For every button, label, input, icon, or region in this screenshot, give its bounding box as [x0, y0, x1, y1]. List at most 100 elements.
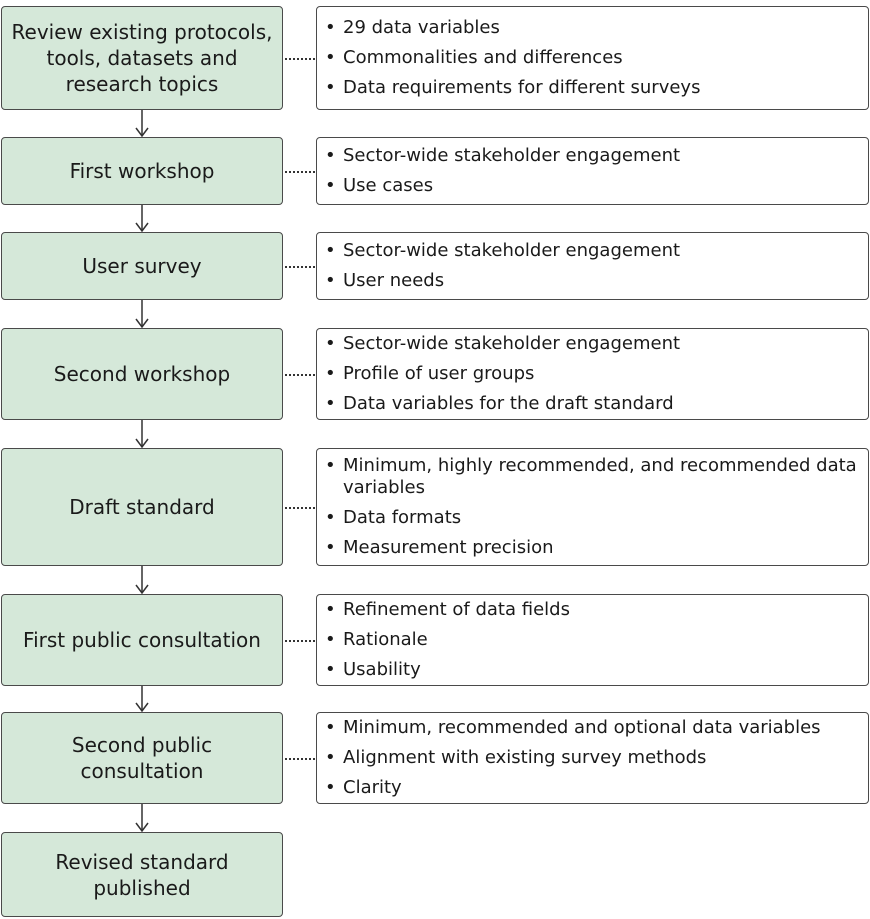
- bullet-icon: •: [325, 599, 336, 620]
- notes-box-3: • Sector-wide stakeholder engagement • User…: [316, 232, 869, 300]
- bullet-icon: •: [325, 77, 336, 98]
- note-text: Use cases: [343, 175, 434, 196]
- bullet-icon: •: [325, 333, 336, 354]
- bullet-icon: •: [325, 175, 336, 196]
- step-label: Draft standard: [69, 495, 215, 519]
- step-label: User survey: [82, 254, 202, 278]
- step-box-2: First workshop: [1, 137, 283, 205]
- note-text: 29 data variables: [343, 17, 500, 38]
- step-box-7: Second public consultation: [1, 712, 283, 804]
- step-box-1: Review existing protocols, tools, datase…: [1, 6, 283, 110]
- notes-list: • Minimum, recommended and optional data …: [325, 717, 821, 799]
- down-arrow-icon: [135, 300, 149, 329]
- dotted-connector: [285, 171, 315, 173]
- step-box-5: Draft standard: [1, 448, 283, 566]
- down-arrow-icon: [135, 566, 149, 595]
- step-box-6: First public consultation: [1, 594, 283, 686]
- note-item: • Sector-wide stakeholder engagement: [325, 145, 680, 167]
- notes-list: • Sector-wide stakeholder engagement • Use …: [325, 145, 680, 197]
- note-item: • Minimum, highly recommended, and recomm…: [325, 455, 860, 499]
- note-item: • Commonalities and differences: [325, 47, 700, 69]
- bullet-icon: •: [325, 777, 336, 798]
- step-label: Review existing protocols, tools, datase…: [11, 20, 273, 96]
- bullet-icon: •: [325, 17, 336, 38]
- note-item: • Minimum, recommended and optional data …: [325, 717, 821, 739]
- bullet-icon: •: [325, 47, 336, 68]
- note-item: • Refinement of data fields: [325, 599, 570, 621]
- down-arrow-icon: [135, 686, 149, 713]
- note-text: Minimum, highly recommended, and recomme…: [343, 455, 857, 498]
- note-text: Measurement precision: [343, 537, 554, 558]
- note-text: Data variables for the draft standard: [343, 393, 674, 414]
- note-text: Data requirements for different surveys: [343, 77, 701, 98]
- step-box-8: Revised standard published: [1, 832, 283, 917]
- notes-box-1: • 29 data variables • Commonalities and dif…: [316, 6, 869, 110]
- note-item: • Usability: [325, 659, 570, 681]
- note-item: • 29 data variables: [325, 17, 700, 39]
- note-item: • Profile of user groups: [325, 363, 680, 385]
- note-text: Alignment with existing survey methods: [343, 747, 707, 768]
- note-text: Refinement of data fields: [343, 599, 570, 620]
- note-item: • Measurement precision: [325, 537, 860, 559]
- note-text: Sector-wide stakeholder engagement: [343, 145, 681, 166]
- dotted-connector: [285, 758, 315, 760]
- note-text: Usability: [343, 659, 421, 680]
- notes-list: • Minimum, highly recommended, and recomm…: [325, 455, 860, 559]
- note-item: • Sector-wide stakeholder engagement: [325, 240, 680, 262]
- notes-list: • Sector-wide stakeholder engagement • Prof…: [325, 333, 680, 415]
- bullet-icon: •: [325, 507, 336, 528]
- bullet-icon: •: [325, 270, 336, 291]
- dotted-connector: [285, 640, 315, 642]
- bullet-icon: •: [325, 145, 336, 166]
- note-text: Sector-wide stakeholder engagement: [343, 333, 681, 354]
- note-item: • Data variables for the draft standard: [325, 393, 680, 415]
- bullet-icon: •: [325, 240, 336, 261]
- down-arrow-icon: [135, 804, 149, 833]
- bullet-icon: •: [325, 717, 336, 738]
- note-item: • Sector-wide stakeholder engagement: [325, 333, 680, 355]
- note-item: • Rationale: [325, 629, 570, 651]
- notes-list: • Refinement of data fields • Rationale • Usa…: [325, 599, 570, 681]
- step-label: First public consultation: [23, 628, 261, 652]
- bullet-icon: •: [325, 363, 336, 384]
- step-box-3: User survey: [1, 232, 283, 300]
- note-text: User needs: [343, 270, 445, 291]
- note-text: Profile of user groups: [343, 363, 535, 384]
- step-label: Second public consultation: [71, 733, 213, 783]
- step-label: Revised standard published: [55, 849, 229, 900]
- notes-box-6: • Refinement of data fields • Rationale • Usa…: [316, 594, 869, 686]
- note-item: • Use cases: [325, 175, 680, 197]
- note-item: • User needs: [325, 270, 680, 292]
- dotted-connector: [285, 374, 315, 376]
- note-text: Data formats: [343, 507, 462, 528]
- dotted-connector: [285, 266, 315, 268]
- bullet-icon: •: [325, 659, 336, 680]
- step-box-4: Second workshop: [1, 328, 283, 420]
- note-item: • Data requirements for different surveys: [325, 77, 700, 99]
- notes-box-7: • Minimum, recommended and optional data …: [316, 712, 869, 804]
- down-arrow-icon: [135, 205, 149, 233]
- bullet-icon: •: [325, 537, 336, 558]
- note-text: Sector-wide stakeholder engagement: [343, 240, 681, 261]
- notes-box-5: • Minimum, highly recommended, and recomm…: [316, 448, 869, 566]
- note-item: • Alignment with existing survey methods: [325, 747, 821, 769]
- note-item: • Data formats: [325, 507, 860, 529]
- bullet-icon: •: [325, 747, 336, 768]
- bullet-icon: •: [325, 393, 336, 414]
- down-arrow-icon: [135, 420, 149, 449]
- note-text: Rationale: [343, 629, 428, 650]
- down-arrow-icon: [135, 110, 149, 138]
- note-text: Commonalities and differences: [343, 47, 623, 68]
- step-label: Second workshop: [53, 362, 231, 386]
- note-item: •Clarity: [325, 777, 821, 799]
- notes-list: • 29 data variables • Commonalities and dif…: [325, 17, 700, 99]
- notes-box-4: • Sector-wide stakeholder engagement • Prof…: [316, 328, 869, 420]
- bullet-icon: •: [325, 455, 336, 476]
- bullet-icon: •: [325, 629, 336, 650]
- notes-list: • Sector-wide stakeholder engagement • User…: [325, 240, 680, 292]
- dotted-connector: [285, 58, 315, 60]
- note-text: Minimum, recommended and optional data v…: [343, 717, 821, 738]
- step-label: First workshop: [69, 159, 215, 183]
- notes-box-2: • Sector-wide stakeholder engagement • Use …: [316, 137, 869, 205]
